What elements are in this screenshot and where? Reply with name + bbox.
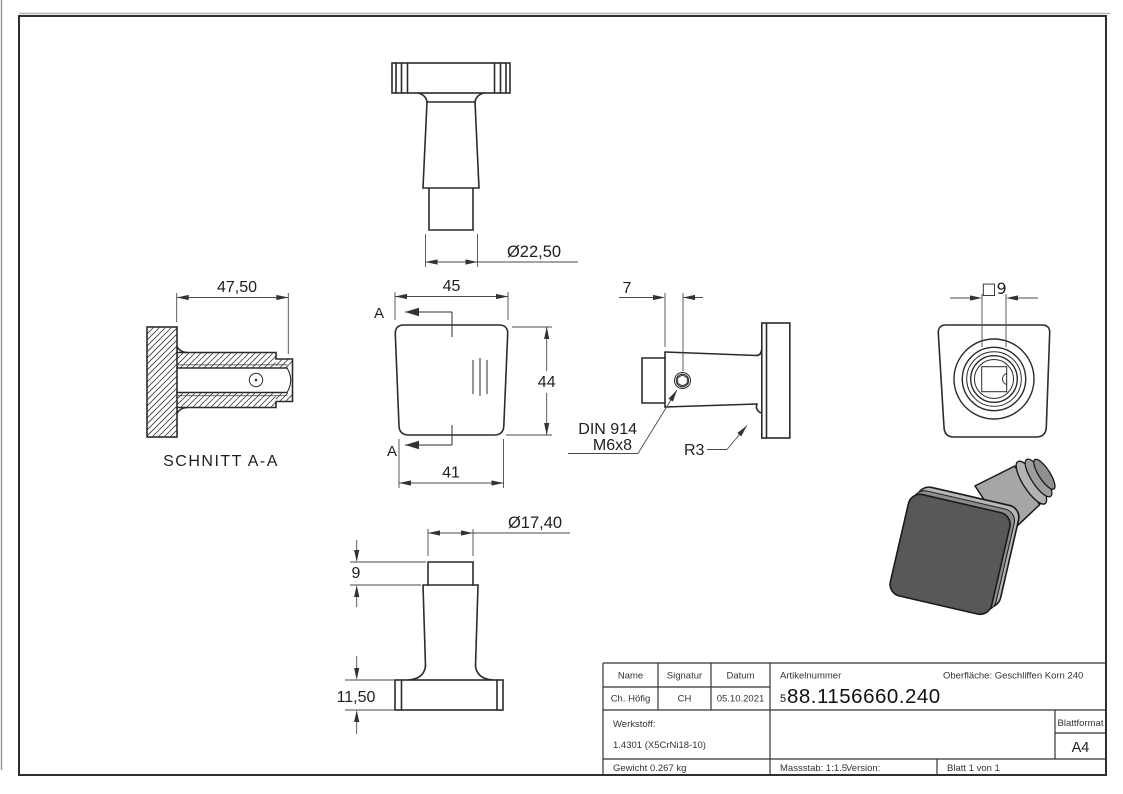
section-plate-hatch	[147, 327, 177, 437]
iso-view	[889, 458, 1056, 616]
note-din914-line1: DIN 914	[578, 421, 637, 438]
iso-plate	[889, 486, 1020, 616]
side-dim-7: 7	[619, 280, 703, 371]
tb-version: Version:	[846, 763, 880, 774]
tb-blattformat-value: A4	[1072, 740, 1090, 756]
dim-diameter-17-40: Ø17,40	[508, 514, 562, 532]
tb-blatt: Blatt 1 von 1	[947, 763, 1000, 774]
back-view-thread-arc	[1002, 373, 1007, 385]
back-dim-square9: □9	[950, 279, 1038, 347]
side-view: 7 DIN 914 M6x8 R3	[568, 280, 791, 459]
radius-r3-label: R3	[684, 442, 705, 459]
bottom-dim-diameter: Ø17,40	[427, 514, 570, 556]
dim-7: 7	[623, 280, 632, 297]
dim-45: 45	[443, 278, 461, 295]
tb-header-signatur: Signatur	[667, 671, 702, 682]
back-view-square-hole	[981, 366, 1008, 393]
title-block: Name Signatur Datum Ch. Höfig CH 05.10.2…	[602, 662, 1106, 775]
sheet-frame	[18, 15, 1107, 776]
section-plate	[146, 326, 178, 438]
tb-value-signatur: CH	[678, 694, 692, 705]
tb-werkstoff-label: Werkstoff:	[613, 719, 655, 730]
dim-diameter-22-50: Ø22,50	[507, 243, 561, 261]
section-wall-hatch-bottom	[177, 393, 276, 407]
tb-header-name: Name	[618, 671, 643, 682]
tb-oberflaeche: Oberfläche: Geschliffen Korn 240	[943, 671, 1083, 682]
tb-value-datum: 05.10.2021	[717, 694, 765, 705]
top-view: Ø22,50	[391, 62, 578, 267]
tb-blattformat-label: Blattformat	[1058, 718, 1104, 729]
dim-47-50: 47,50	[217, 279, 257, 296]
bottom-view-outline	[394, 561, 504, 711]
front-view-outline	[394, 324, 509, 436]
dim-square-9: □9	[981, 279, 1006, 298]
top-view-outline	[391, 62, 511, 231]
tb-value-name: Ch. Höfig	[611, 694, 651, 705]
section-setscrew-center	[254, 378, 258, 382]
front-view-marks	[472, 358, 488, 396]
back-view-outline	[937, 324, 1051, 438]
tb-artikelnummer-label: Artikelnummer	[780, 671, 841, 682]
title-block-grid	[602, 662, 1106, 775]
front-dim-41: 41	[398, 439, 504, 488]
section-wall-hatch-top	[177, 353, 276, 368]
iso-stem	[973, 458, 1056, 537]
bottom-dim-11-50: 11,50	[337, 656, 395, 734]
dim-9: 9	[352, 565, 361, 582]
section-cut-line-bottom: A	[387, 425, 453, 460]
side-note-din914: DIN 914 M6x8	[568, 389, 678, 454]
tb-artikelnummer: 88.1156660.240	[787, 685, 941, 708]
section-label: SCHNITT A-A	[163, 453, 279, 470]
top-view-diameter-dim: Ø22,50	[425, 234, 578, 267]
bottom-view: Ø17,40 9 11,50	[337, 514, 570, 734]
back-view-circles	[953, 338, 1035, 420]
section-width-dim: 47,50	[176, 279, 289, 354]
dim-41: 41	[442, 465, 460, 482]
tb-header-datum: Datum	[727, 671, 755, 682]
tb-artikelnummer-prefix: 5	[780, 693, 786, 705]
cut-label-a-top: A	[374, 305, 384, 322]
side-radius-r3: R3	[684, 425, 748, 459]
section-stem-outline	[176, 346, 294, 414]
front-view: 45 44 41 A A	[374, 278, 556, 488]
bottom-dim-9: 9	[350, 540, 426, 607]
cut-label-a-bottom: A	[387, 443, 397, 460]
front-dim-44: 44	[506, 326, 556, 436]
section-cut-line-top: A	[374, 305, 453, 337]
dim-11-50: 11,50	[337, 689, 376, 706]
side-setscrew	[674, 372, 691, 389]
front-dim-45: 45	[394, 278, 509, 320]
back-view: □9	[937, 279, 1051, 438]
page-edge-lines	[0, 0, 1110, 770]
note-din914-line2: M6x8	[593, 437, 632, 454]
section-wall-hatch-top2	[276, 359, 292, 368]
side-view-outline	[641, 322, 791, 439]
dim-44: 44	[538, 374, 556, 391]
tb-werkstoff-value: 1.4301 (X5CrNi18-10)	[613, 740, 706, 751]
tb-gewicht: Gewicht 0.267 kg	[613, 763, 686, 774]
tb-massstab: Massstab: 1:1.5	[780, 763, 847, 774]
section-view: 47,50 SCHNITT A-A	[146, 279, 294, 470]
section-setscrew-hole	[248, 372, 264, 388]
section-wall-hatch-bottom2	[276, 393, 292, 401]
